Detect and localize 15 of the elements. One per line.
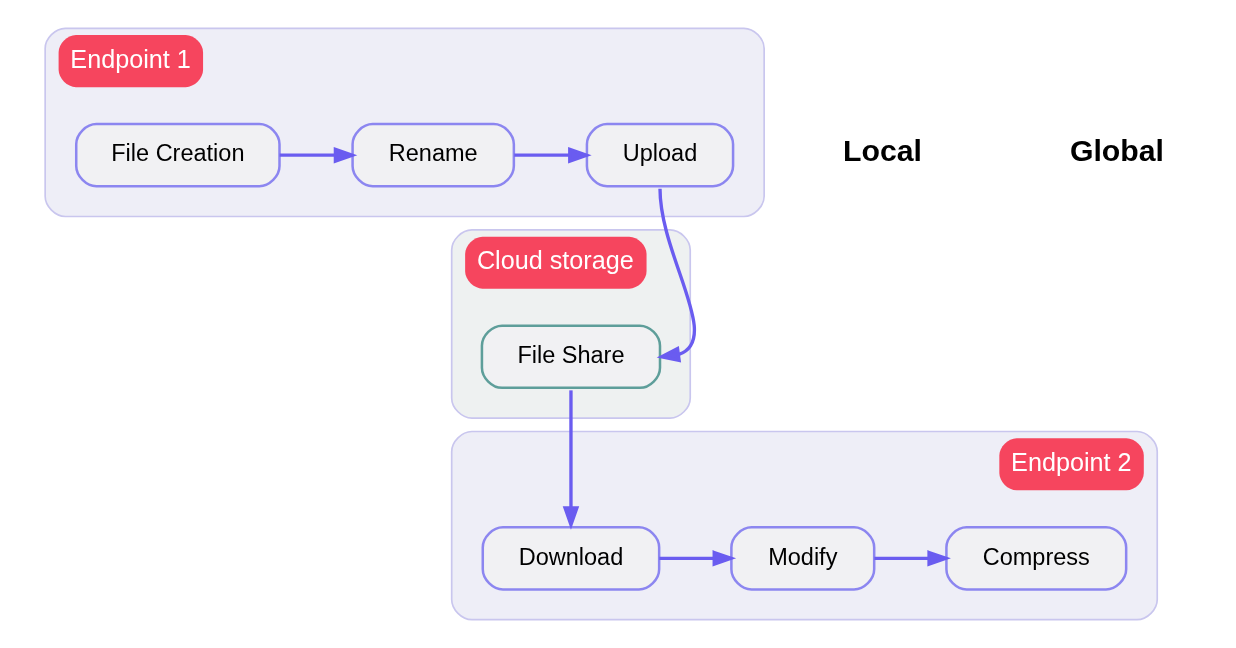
node-box: Rename — [351, 122, 516, 188]
arrow — [656, 188, 697, 363]
node-box: Download — [481, 526, 661, 591]
arrow — [279, 146, 358, 164]
node-box: Compress — [945, 526, 1128, 591]
arrow — [562, 390, 580, 530]
node-box: File Share — [480, 324, 662, 390]
label: Local — [843, 133, 923, 167]
arrow — [514, 146, 592, 164]
node-box: Modify — [730, 526, 876, 591]
node-box: Upload — [585, 122, 735, 188]
label: Global — [1069, 133, 1164, 167]
node-box: File Creation — [74, 122, 281, 188]
arrow — [659, 550, 737, 567]
arrow — [874, 550, 951, 567]
